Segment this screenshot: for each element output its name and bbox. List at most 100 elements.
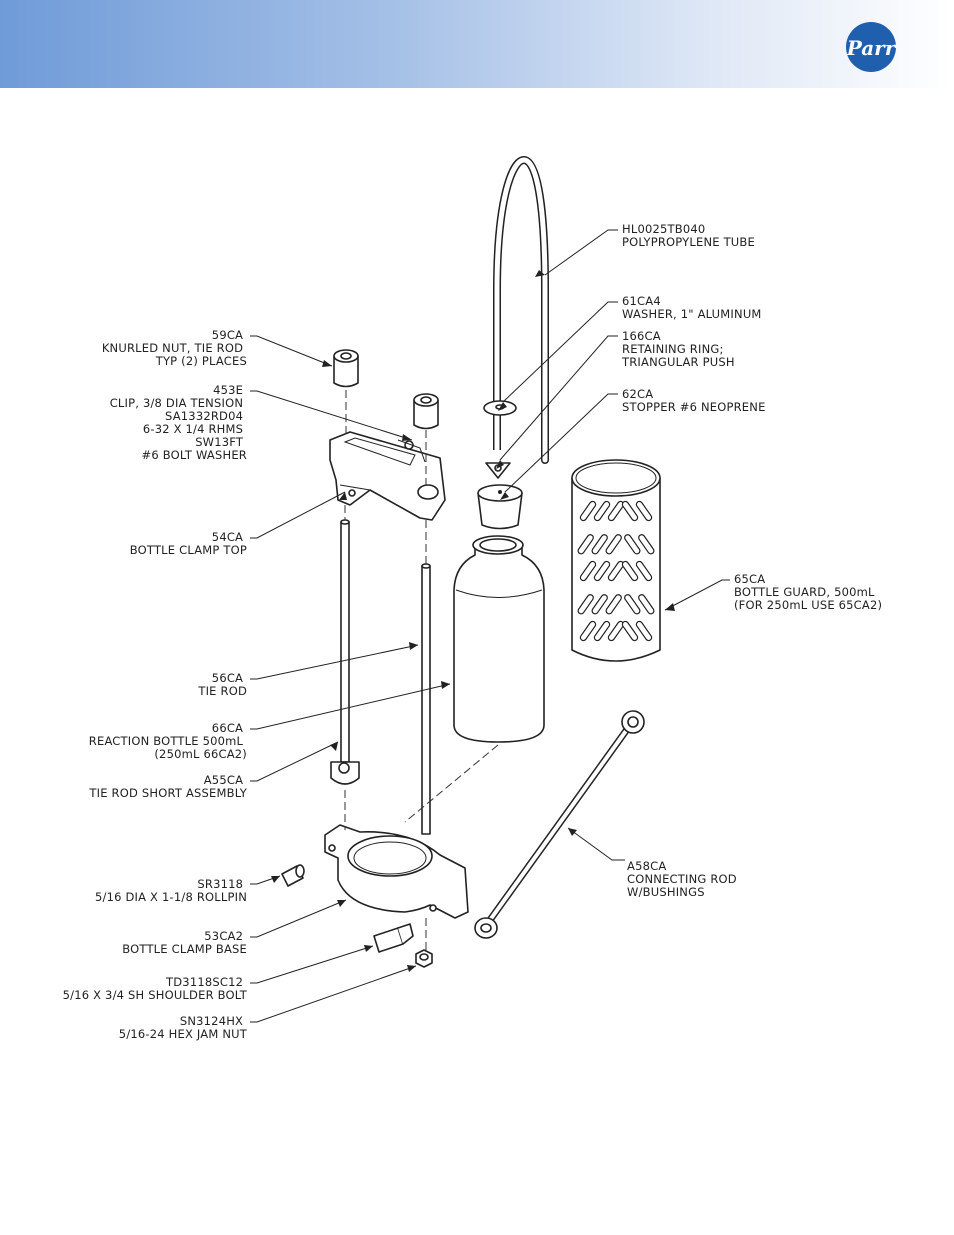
callout-hl0025tb040: HL0025TB040 POLYPROPYLENE TUBE xyxy=(622,222,755,249)
callout-part-number: 59CA xyxy=(212,328,243,342)
callout-453e: 453E CLIP, 3/8 DIA TENSION SA1332RD04 6-… xyxy=(110,383,247,462)
callout-part-number: SN3124HX xyxy=(180,1014,243,1028)
guard-slot xyxy=(593,560,611,582)
logo-text: Parr xyxy=(846,36,897,60)
retaining-ring-part xyxy=(485,462,511,479)
guard-slot xyxy=(607,500,625,522)
guard-slot xyxy=(591,594,608,615)
guard-slot xyxy=(579,500,597,522)
guard-slot xyxy=(593,500,611,522)
guard-slot xyxy=(621,500,639,522)
callout-part-number: 453E xyxy=(213,383,243,397)
guard-slot xyxy=(607,560,625,582)
polypropylene-tube-part xyxy=(493,155,549,464)
callout-66ca: 66CA REACTION BOTTLE 500mL (250mL 66CA2) xyxy=(89,721,247,761)
guard-slot xyxy=(577,594,594,615)
tie-rod-part xyxy=(330,519,431,835)
callout-description: RETAINING RING; xyxy=(622,342,724,356)
leader-lines xyxy=(250,229,730,1023)
callout-part-number: SR3118 xyxy=(197,877,243,891)
guard-slot xyxy=(579,620,597,642)
callout-sr3118: SR3118 5/16 DIA X 1-1/8 ROLLPIN xyxy=(95,877,247,904)
callout-53ca2: 53CA2 BOTTLE CLAMP BASE xyxy=(122,929,247,956)
callout-part-number: 56CA xyxy=(212,671,243,685)
callout-part-number: 53CA2 xyxy=(204,929,243,943)
callout-166ca: 166CA RETAINING RING; TRIANGULAR PUSH xyxy=(621,329,735,369)
callout-part-number: 66CA xyxy=(212,721,243,735)
callout-62ca: 62CA STOPPER #6 NEOPRENE xyxy=(622,387,766,414)
callout-description: KNURLED NUT, TIE ROD xyxy=(102,341,243,355)
guard-slot xyxy=(621,560,639,582)
callout-description: TYP (2) PLACES xyxy=(155,354,247,368)
callout-description: 6-32 X 1/4 RHMS xyxy=(143,422,243,436)
callout-description: SA1332RD04 xyxy=(165,409,243,423)
callout-description: (250mL 66CA2) xyxy=(154,747,247,761)
callout-description: REACTION BOTTLE 500mL xyxy=(89,734,244,748)
guard-slot xyxy=(624,534,641,555)
callout-a55ca: A55CA TIE ROD SHORT ASSEMBLY xyxy=(88,773,247,800)
callout-part-number: 166CA xyxy=(622,329,661,343)
callout-description: POLYPROPYLENE TUBE xyxy=(622,235,755,249)
guard-slot xyxy=(635,500,653,522)
guard-slot xyxy=(579,560,597,582)
callout-59ca: 59CA KNURLED NUT, TIE ROD TYP (2) PLACES xyxy=(102,328,247,368)
callout-65ca: 65CA BOTTLE GUARD, 500mL (FOR 250mL USE … xyxy=(734,572,882,612)
shoulder-bolt-part xyxy=(373,923,414,953)
callout-description: SW13FT xyxy=(195,435,244,449)
guard-slot xyxy=(635,560,653,582)
guard-slot xyxy=(624,594,641,615)
guard-slot xyxy=(593,620,611,642)
callout-description: CLIP, 3/8 DIA TENSION xyxy=(110,396,243,410)
stopper-part xyxy=(477,484,523,530)
guard-slot xyxy=(635,620,653,642)
callout-54ca: 54CA BOTTLE CLAMP TOP xyxy=(130,530,247,557)
callout-td3118sc12: TD3118SC12 5/16 X 3/4 SH SHOULDER BOLT xyxy=(63,975,248,1002)
callout-description: 5/16-24 HEX JAM NUT xyxy=(119,1027,248,1041)
bottle-clamp-top-part xyxy=(329,431,446,521)
callout-part-number: TD3118SC12 xyxy=(165,975,243,989)
callout-description: WASHER, 1" ALUMINUM xyxy=(622,307,762,321)
callout-a58ca: A58CA CONNECTING ROD W/BUSHINGS xyxy=(627,859,741,899)
knurled-nut-part xyxy=(333,349,439,430)
rollpin-part xyxy=(281,864,305,887)
header-band xyxy=(0,0,954,88)
guard-slot xyxy=(577,534,594,555)
callout-description: BOTTLE CLAMP BASE xyxy=(122,942,247,956)
callout-description: STOPPER #6 NEOPRENE xyxy=(622,400,766,414)
callout-description: (FOR 250mL USE 65CA2) xyxy=(734,598,882,612)
guard-slot xyxy=(591,534,608,555)
callout-part-number: 65CA xyxy=(734,572,765,586)
callout-part-number: 54CA xyxy=(212,530,243,544)
callout-description: 5/16 X 3/4 SH SHOULDER BOLT xyxy=(63,988,248,1002)
guard-slot xyxy=(605,534,622,555)
callout-56ca: 56CA TIE ROD xyxy=(197,671,247,698)
guard-slot xyxy=(638,594,655,615)
callout-description: 5/16 DIA X 1-1/8 ROLLPIN xyxy=(95,890,247,904)
callout-sn3124hx: SN3124HX 5/16-24 HEX JAM NUT xyxy=(119,1014,248,1041)
assembly-centerlines xyxy=(344,390,499,950)
callout-description: TIE ROD SHORT ASSEMBLY xyxy=(88,786,247,800)
callout-description: BOTTLE CLAMP TOP xyxy=(130,543,247,557)
parr-logo: Parr xyxy=(846,22,897,72)
bottle-guard-part xyxy=(571,459,661,662)
guard-slot xyxy=(638,534,655,555)
bottle-clamp-base-part xyxy=(324,824,469,919)
hex-jam-nut-part xyxy=(415,949,433,968)
callout-part-number: 61CA4 xyxy=(622,294,661,308)
callout-description: CONNECTING ROD xyxy=(627,872,737,886)
callout-description: BOTTLE GUARD, 500mL xyxy=(734,585,875,599)
callout-description: TIE ROD xyxy=(197,684,247,698)
callout-61ca4: 61CA4 WASHER, 1" ALUMINUM xyxy=(622,294,762,321)
guard-slot xyxy=(607,620,625,642)
callout-description: TRIANGULAR PUSH xyxy=(621,355,735,369)
callout-part-number: 62CA xyxy=(622,387,653,401)
callout-part-number: A55CA xyxy=(204,773,243,787)
reaction-bottle-part xyxy=(453,535,545,743)
callout-part-number: A58CA xyxy=(627,859,666,873)
connecting-rod-part xyxy=(474,710,645,939)
callout-part-number: HL0025TB040 xyxy=(622,222,705,236)
guard-slot xyxy=(605,594,622,615)
guard-slot xyxy=(621,620,639,642)
callout-description: W/BUSHINGS xyxy=(627,885,705,899)
